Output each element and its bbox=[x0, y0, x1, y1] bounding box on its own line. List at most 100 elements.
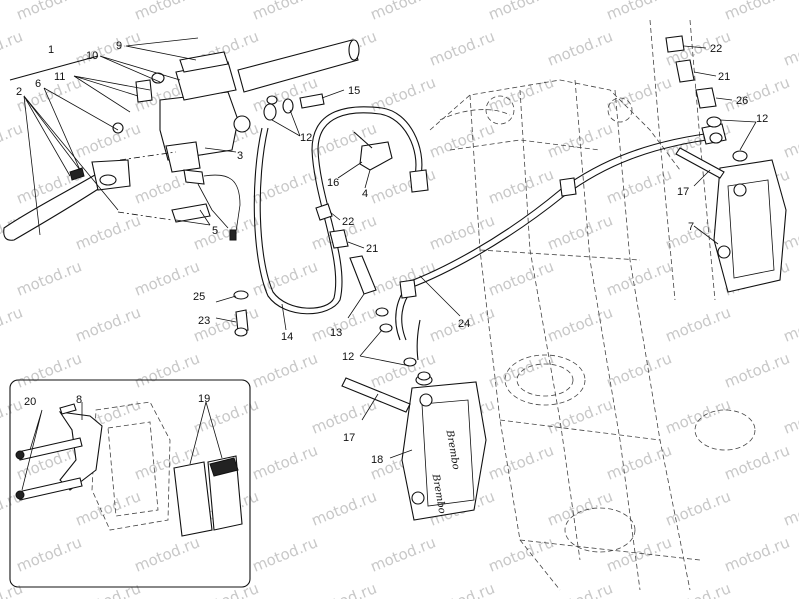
callout-12-right: 12 bbox=[756, 113, 768, 125]
watermark-text: motod.ru bbox=[781, 579, 799, 599]
callout-25: 25 bbox=[193, 291, 205, 303]
callout-21-right: 21 bbox=[718, 71, 730, 83]
watermark-text: motod.ru bbox=[191, 579, 262, 599]
callout-1: 1 bbox=[48, 44, 54, 56]
watermark-text: motod.ru bbox=[722, 441, 793, 483]
watermark-text: motod.ru bbox=[604, 349, 675, 391]
watermark-text: motod.ru bbox=[545, 27, 616, 69]
callout-6: 6 bbox=[35, 78, 41, 90]
bolts-23-25 bbox=[233, 290, 249, 337]
callout-11: 11 bbox=[54, 71, 65, 83]
watermark-text: motod.ru bbox=[14, 73, 85, 115]
bleeder-valve-mid bbox=[315, 203, 377, 295]
watermark-text: motod.ru bbox=[0, 27, 25, 69]
callout-26: 26 bbox=[736, 95, 748, 107]
callout-9: 9 bbox=[116, 40, 122, 52]
watermark-text: motod.ru bbox=[486, 441, 557, 483]
watermark-text: motod.ru bbox=[73, 27, 144, 69]
leader-lines bbox=[9, 37, 757, 491]
watermark-text: motod.ru bbox=[486, 349, 557, 391]
right-caliper bbox=[675, 147, 787, 293]
callout-24: 24 bbox=[458, 318, 470, 330]
watermark-text: motod.ru bbox=[250, 441, 321, 483]
watermark-text: motod.ru bbox=[427, 579, 498, 599]
callout-12-upper: 12 bbox=[300, 132, 312, 144]
watermark-text: motod.ru bbox=[250, 0, 321, 24]
callout-23: 23 bbox=[198, 315, 210, 327]
callout-18: 18 bbox=[371, 454, 383, 466]
watermark-text: motod.ru bbox=[427, 211, 498, 253]
callout-5: 5 bbox=[212, 225, 218, 237]
callout-10: 10 bbox=[86, 50, 98, 62]
master-cylinder bbox=[112, 51, 251, 173]
watermark-text: motod.ru bbox=[722, 533, 793, 575]
inset-pad-kit bbox=[9, 379, 251, 588]
callout-17-right: 17 bbox=[677, 186, 689, 198]
watermark-text: motod.ru bbox=[604, 533, 675, 575]
watermark-text: motod.ru bbox=[722, 73, 793, 115]
watermark-text: motod.ru bbox=[73, 579, 144, 599]
watermark-text: motod.ru bbox=[545, 579, 616, 599]
callout-17-lower: 17 bbox=[343, 432, 355, 444]
watermark-text: motod.ru bbox=[486, 533, 557, 575]
watermark-text: motod.ru bbox=[14, 257, 85, 299]
watermark-text: motod.ru bbox=[604, 257, 675, 299]
watermark-text: motod.ru bbox=[781, 395, 799, 437]
callout-22-right: 22 bbox=[710, 43, 722, 55]
hose-bracket bbox=[353, 131, 393, 171]
brake-hose-14 bbox=[253, 106, 429, 315]
watermark-text: motod.ru bbox=[368, 349, 439, 391]
watermark-text: motod.ru bbox=[0, 119, 25, 161]
callout-16: 16 bbox=[327, 177, 339, 189]
watermark-text: motod.ru bbox=[73, 119, 144, 161]
watermark-text: motod.ru bbox=[14, 0, 85, 24]
watermark-text: motod.ru bbox=[309, 487, 380, 529]
watermark-text: motod.ru bbox=[250, 257, 321, 299]
watermark-text: motod.ru bbox=[14, 533, 85, 575]
watermark-text: motod.ru bbox=[781, 303, 799, 345]
callout-7: 7 bbox=[688, 221, 694, 233]
watermark-text: motod.ru bbox=[132, 349, 203, 391]
watermark-text: motod.ru bbox=[427, 27, 498, 69]
watermark-text: motod.ru bbox=[0, 303, 25, 345]
watermark-text: motod.ru bbox=[309, 579, 380, 599]
watermark-text: motod.ru bbox=[663, 579, 734, 599]
watermark-text: motod.ru bbox=[73, 303, 144, 345]
bleeder-valve-right bbox=[665, 35, 748, 162]
watermark-text: motod.ru bbox=[486, 0, 557, 24]
banjo-bolt-upper bbox=[263, 93, 325, 121]
callout-20: 20 bbox=[24, 396, 36, 408]
watermark-text: motod.ru bbox=[0, 579, 25, 599]
watermark-text: motod.ru bbox=[781, 487, 799, 529]
watermark-text: motod.ru bbox=[132, 257, 203, 299]
watermark-text: motod.ru bbox=[545, 211, 616, 253]
watermark-text: motod.ru bbox=[722, 349, 793, 391]
callout-22-mid: 22 bbox=[342, 216, 354, 228]
watermark-text: motod.ru bbox=[309, 303, 380, 345]
callout-19: 19 bbox=[198, 393, 210, 405]
callout-4: 4 bbox=[362, 188, 368, 200]
callout-13: 13 bbox=[330, 327, 342, 339]
watermark-text: motod.ru bbox=[604, 0, 675, 24]
watermark-text: motod.ru bbox=[132, 533, 203, 575]
watermark-text: motod.ru bbox=[250, 533, 321, 575]
watermark-text: motod.ru bbox=[486, 257, 557, 299]
callout-8: 8 bbox=[76, 394, 82, 406]
callout-21-mid: 21 bbox=[366, 243, 378, 255]
watermark-text: motod.ru bbox=[545, 303, 616, 345]
watermark-text: motod.ru bbox=[427, 119, 498, 161]
watermark-text: motod.ru bbox=[368, 73, 439, 115]
watermark-text: motod.ru bbox=[0, 395, 25, 437]
watermark-text: motod.ru bbox=[781, 119, 799, 161]
callout-3: 3 bbox=[237, 150, 243, 162]
watermark-text: motod.ru bbox=[604, 165, 675, 207]
brake-light-switch bbox=[171, 169, 241, 241]
watermark-text: motod.ru bbox=[368, 533, 439, 575]
washers-12 bbox=[266, 95, 431, 381]
watermark-text: motod.ru bbox=[14, 349, 85, 391]
left-caliper: Brembo Brembo bbox=[341, 374, 487, 521]
callout-labels: 1 2 3 4 5 6 7 8 9 10 11 12 12 12 13 14 1… bbox=[16, 40, 768, 466]
callout-15: 15 bbox=[348, 85, 360, 97]
